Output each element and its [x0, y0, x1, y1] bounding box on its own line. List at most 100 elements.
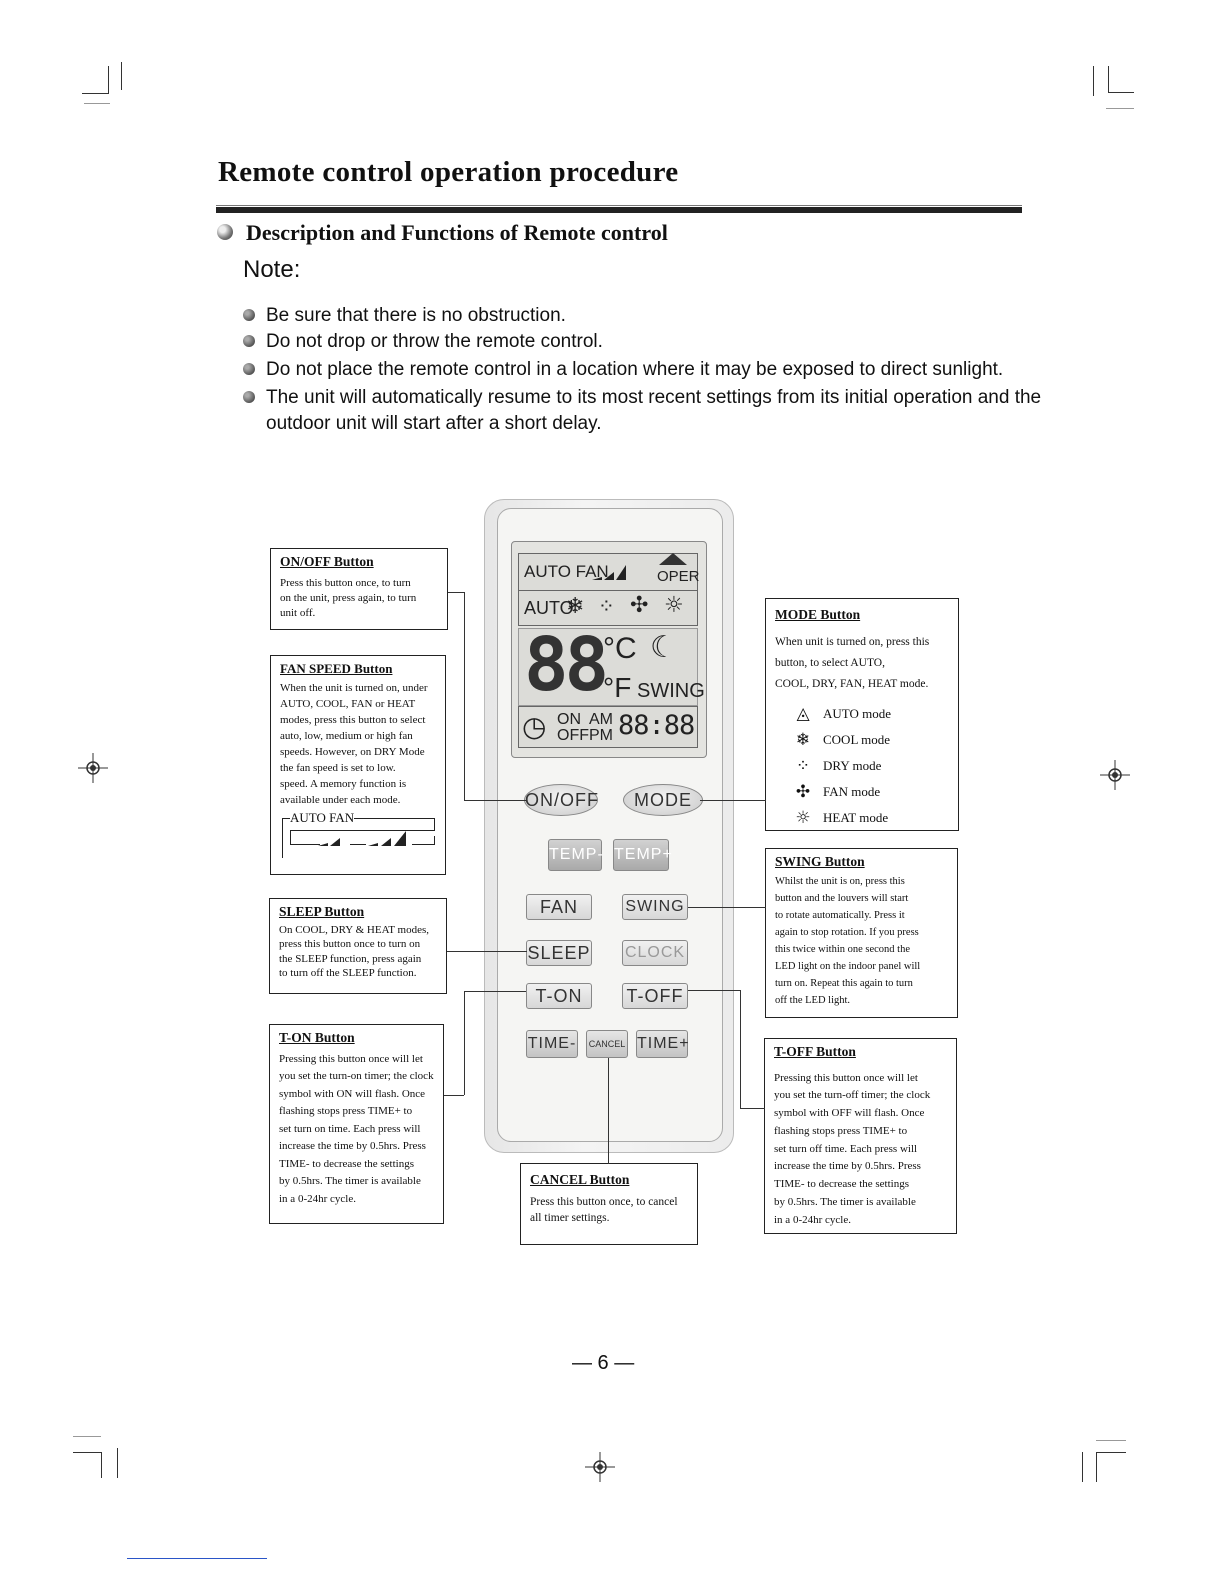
lcd-off: OFF: [557, 727, 589, 745]
timer-on-callout-title: T-ON Button: [279, 1030, 434, 1047]
sleep-callout: SLEEP Button On COOL, DRY & HEAT modes, …: [269, 898, 447, 994]
crop-mark: [82, 93, 108, 94]
page-number: — 6 —: [572, 1352, 634, 1375]
timer-on-callout-text: Pressing this button once will let you s…: [279, 1051, 434, 1209]
crop-mark: [1106, 108, 1134, 109]
fan-speed-callout-text: When the unit is turned on, under AUTO, …: [280, 680, 436, 808]
mode-item-cool: ❄COOL mode: [775, 727, 949, 753]
cancel-callout-text: Press this button once, to cancel all ti…: [530, 1194, 688, 1226]
timer-off-button[interactable]: T-OFF: [622, 983, 688, 1009]
onoff-callout: ON/OFF Button Press this button once, to…: [270, 548, 448, 630]
lcd-cool-icon: ❄: [566, 594, 584, 619]
crop-mark: [101, 1452, 102, 1478]
time-down-button[interactable]: TIME-: [526, 1030, 578, 1058]
lcd-clock-icon: ◷: [522, 710, 546, 743]
timer-off-callout-text: Pressing this button once will let you s…: [774, 1070, 947, 1230]
mode-list: ◬AUTO mode ❄COOL mode ⁘DRY mode ✣FAN mod…: [775, 701, 949, 831]
crop-mark: [1082, 1452, 1083, 1482]
dry-icon: ⁘: [789, 753, 817, 779]
lcd-heat-icon: ☼: [664, 593, 684, 618]
crop-mark: [1096, 1452, 1126, 1453]
lcd-swing: SWING: [637, 680, 705, 703]
mode-item-dry: ⁘DRY mode: [775, 753, 949, 779]
note-item: Be sure that there is no obstruction.: [243, 303, 1043, 329]
note-item: Do not place the remote control in a loc…: [243, 357, 1043, 383]
registration-mark-icon: [1100, 760, 1130, 790]
lcd-dry-icon: ⁘: [598, 594, 615, 618]
temp-down-button[interactable]: TEMP-: [548, 839, 602, 871]
cancel-callout-title: CANCEL Button: [530, 1172, 688, 1189]
crop-mark: [1096, 1440, 1126, 1441]
lcd-temp-digits: 88: [524, 622, 605, 708]
onoff-leader-line: [448, 592, 464, 593]
temp-up-button[interactable]: TEMP+: [613, 839, 669, 871]
title-divider: [216, 205, 1022, 206]
fan-speed-callout: FAN SPEED Button When the unit is turned…: [270, 655, 446, 875]
onoff-callout-text: Press this button once, to turn on the u…: [280, 576, 438, 621]
timer-off-leader-line: [740, 990, 741, 1108]
onoff-button[interactable]: ON/OFF: [524, 784, 598, 816]
fan-low-bars-icon: [318, 834, 348, 848]
fan-speed-button[interactable]: FAN: [526, 894, 592, 920]
timer-on-leader-line: [464, 991, 526, 992]
sleep-callout-title: SLEEP Button: [279, 904, 437, 921]
crop-mark: [121, 62, 122, 90]
crop-mark: [1108, 92, 1134, 93]
mode-leader-line: [700, 800, 766, 801]
cancel-callout: CANCEL Button Press this button once, to…: [520, 1163, 698, 1245]
crop-mark: [1096, 1452, 1097, 1482]
fan-icon: ✣: [789, 779, 817, 805]
lcd-celsius: °C: [603, 632, 637, 666]
mode-callout: MODE Button When unit is turned on, pres…: [765, 598, 959, 831]
mode-callout-text: When unit is turned on, press this butto…: [775, 632, 949, 695]
lcd-oper: OPER: [657, 568, 700, 585]
timer-off-leader-line: [740, 1108, 765, 1109]
timer-off-callout: T-OFF Button Pressing this button once w…: [764, 1038, 957, 1234]
mode-callout-title: MODE Button: [775, 607, 949, 624]
swing-button[interactable]: SWING: [622, 894, 688, 920]
crop-mark: [1108, 66, 1109, 92]
sleep-leader-line: [447, 951, 527, 952]
section-title: Description and Functions of Remote cont…: [246, 220, 668, 246]
lcd-clock-digits: 88:88: [618, 710, 694, 741]
crop-mark: [108, 66, 109, 94]
mode-item-fan: ✣FAN mode: [775, 779, 949, 805]
lcd-fan-icon: ✣: [630, 593, 648, 618]
fan-speed-bars-icon: [592, 562, 628, 582]
time-up-button[interactable]: TIME+: [636, 1030, 688, 1058]
fan-speed-cycle-diagram: AUTO FAN: [280, 810, 436, 868]
timer-on-callout: T-ON Button Pressing this button once wi…: [269, 1024, 444, 1224]
fan-speed-callout-title: FAN SPEED Button: [280, 661, 436, 678]
lcd-fahrenheit: °F: [603, 672, 631, 704]
timer-off-leader-line: [688, 990, 740, 991]
clock-button[interactable]: CLOCK: [622, 940, 688, 966]
section-bullet-icon: [217, 224, 233, 240]
mode-item-heat: ☼HEAT mode: [775, 805, 949, 831]
onoff-leader-line: [464, 800, 526, 801]
crop-mark: [73, 1436, 101, 1437]
swing-callout: SWING Button Whilst the unit is on, pres…: [765, 848, 958, 1018]
sleep-button[interactable]: SLEEP: [526, 940, 592, 966]
cancel-leader-line: [608, 1058, 609, 1164]
crop-mark: [73, 1452, 101, 1453]
registration-mark-icon: [585, 1452, 615, 1482]
timer-on-leader-line: [444, 1095, 464, 1096]
cancel-button[interactable]: CANCEL: [586, 1030, 628, 1058]
auto-icon: ◬: [789, 701, 817, 727]
fan-high-bars-icon: [368, 830, 412, 848]
heat-icon: ☼: [789, 805, 817, 831]
lcd-pm: PM: [589, 727, 613, 745]
cool-icon: ❄: [789, 727, 817, 753]
timer-on-button[interactable]: T-ON: [526, 983, 592, 1009]
lcd-sleep-moon-icon: ☾: [650, 630, 677, 665]
swing-leader-line: [688, 907, 766, 908]
title-divider: [216, 207, 1022, 213]
bottom-rule: [127, 1558, 267, 1559]
timer-on-leader-line: [464, 991, 465, 1095]
onoff-leader-line: [464, 592, 465, 800]
mode-button[interactable]: MODE: [623, 784, 703, 816]
page-title: Remote control operation procedure: [218, 156, 678, 189]
note-item: Do not drop or throw the remote control.: [243, 329, 1043, 355]
oper-indicator-icon: [658, 552, 688, 566]
note-label: Note:: [243, 256, 300, 284]
